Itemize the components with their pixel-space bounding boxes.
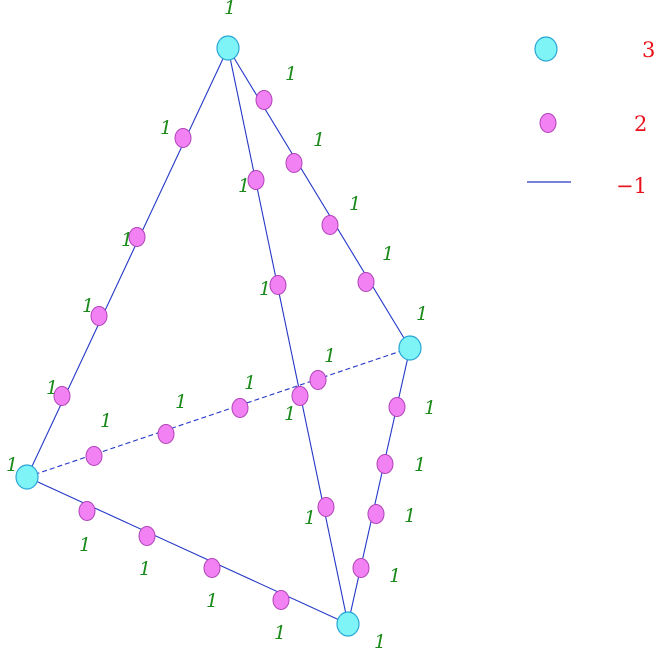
edge-node-label: 1 (139, 558, 151, 580)
edge-node-label: 1 (349, 193, 361, 215)
edge-node-apex-right-2 (321, 215, 339, 235)
edge-node-right-bottom-3 (352, 558, 370, 578)
edge-node-label: 1 (404, 505, 416, 527)
edge-node-apex-left-3 (53, 386, 71, 406)
edge-right-bottom (347, 347, 411, 625)
edge-node-label: 1 (284, 403, 296, 425)
vertex-right (398, 335, 422, 361)
edge-node-label: 1 (313, 129, 325, 151)
edge-node-left-bottom-3 (272, 590, 290, 610)
legend-item-vertex: 3 (534, 36, 654, 62)
edge-left-right (26, 347, 411, 478)
legend: 3 2 −1 (527, 36, 654, 198)
edge-node-label: 1 (121, 229, 133, 251)
vertex-label-bottom: 1 (374, 631, 386, 653)
legend-value-edge-node: 2 (634, 112, 647, 136)
edge-node-label: 1 (274, 622, 286, 644)
edge-apex-left (26, 47, 229, 478)
edge-node-label: 1 (382, 243, 394, 265)
edge-node-left-bottom-1 (138, 526, 156, 546)
edge-node-label: 1 (175, 391, 187, 413)
edge-node-label: 1 (285, 63, 297, 85)
edge-node-label: 1 (79, 534, 91, 556)
edge-node-label: 1 (46, 377, 58, 399)
edge-node-right-bottom-2 (367, 504, 385, 524)
edge-node-label: 1 (414, 454, 426, 476)
edge-node-right-bottom-1 (376, 454, 394, 474)
edge-node-left-right-2 (231, 398, 249, 418)
edge-node-label: 1 (244, 372, 256, 394)
edge-left-bottom (26, 476, 349, 625)
edge-node-label: 1 (238, 175, 250, 197)
edge-node-apex-left-0 (174, 128, 192, 148)
edge-node-label: 1 (160, 117, 172, 139)
edge-node-apex-right-3 (357, 272, 375, 292)
edge-node-label: 1 (304, 507, 316, 529)
edge-node-label: 1 (324, 345, 336, 367)
magenta-circle-icon (539, 113, 557, 133)
legend-item-edge: −1 (527, 174, 647, 198)
vertex-bottom (336, 611, 360, 637)
edge-node-label: 1 (100, 410, 112, 432)
vertex-left (15, 464, 39, 490)
edge-node-apex-right-0 (255, 90, 273, 110)
legend-item-edge-node: 2 (539, 112, 647, 136)
edge-node-label: 1 (424, 397, 436, 419)
legend-value-edge: −1 (616, 174, 647, 198)
edge-node-apex-left-2 (90, 306, 108, 326)
edge-node-left-bottom-0 (78, 501, 96, 521)
edge-node-apex-bottom-3 (317, 497, 335, 517)
edge-node-apex-bottom-2 (291, 386, 309, 406)
edge-node-apex-bottom-1 (269, 275, 287, 295)
vertex-label-apex: 1 (224, 0, 236, 19)
edge-node-label: 1 (389, 565, 401, 587)
vertex-apex (216, 35, 240, 61)
vertex-label-left: 1 (6, 454, 18, 476)
labels-layer: 1 1 1 1 1 1 1 1 1 1 1 1 1 1 1 1 1 1 1 1 1 1 1 1 1 1 1 1 (6, 0, 436, 653)
nodes-layer (15, 35, 422, 637)
edge-node-left-right-0 (85, 446, 103, 466)
legend-value-vertex: 3 (642, 38, 654, 62)
edge-node-left-bottom-2 (203, 558, 221, 578)
edge-node-apex-bottom-0 (247, 170, 265, 190)
edge-node-label: 1 (82, 295, 94, 317)
edge-node-label: 1 (259, 278, 271, 300)
edge-apex-right (227, 47, 411, 349)
edge-apex-bottom (227, 47, 349, 625)
edge-node-label: 1 (206, 590, 218, 612)
edge-node-left-right-3 (309, 370, 327, 390)
edge-node-right-bottom-0 (388, 397, 406, 417)
edge-node-left-right-1 (157, 424, 175, 444)
edge-node-apex-left-1 (128, 227, 146, 247)
vertex-label-right: 1 (416, 303, 428, 325)
cyan-circle-icon (534, 36, 558, 62)
edge-node-apex-right-1 (285, 153, 303, 173)
